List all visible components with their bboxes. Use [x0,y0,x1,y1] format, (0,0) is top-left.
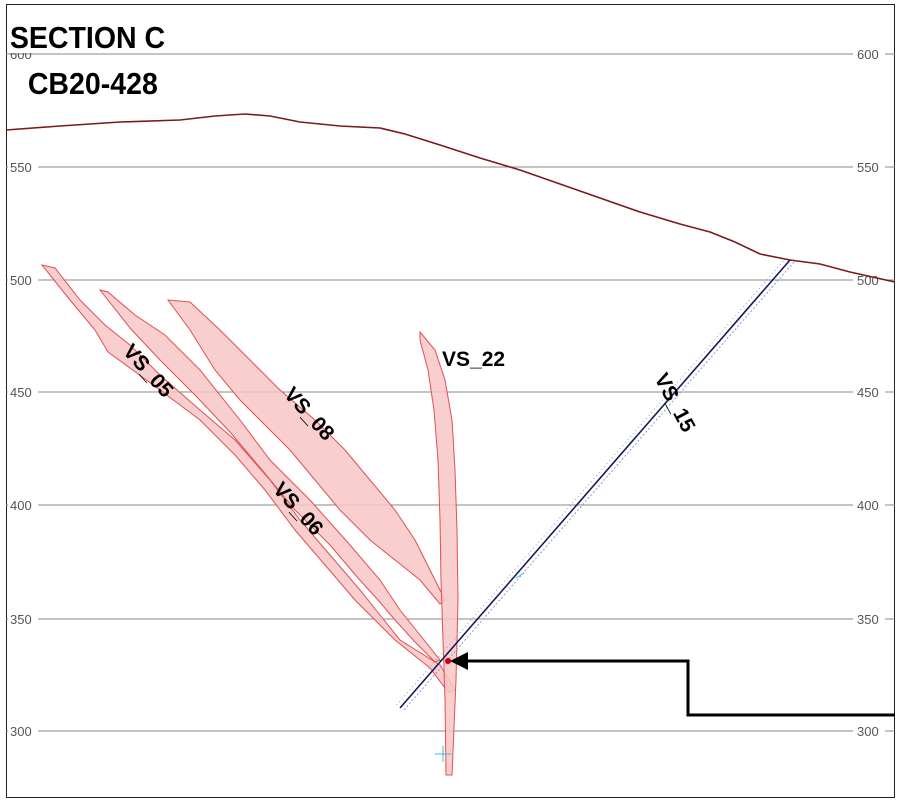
vein-label-vs15: VS_15 [650,370,700,437]
section-title: SECTION C [8,20,167,55]
right-tick-350: 350 [857,612,879,627]
right-tick-400: 400 [857,498,879,513]
left-tick-350: 350 [10,612,32,627]
drillhole-id: CB20-428 [26,66,160,101]
survey-markers [435,572,525,762]
right-tick-450: 450 [857,385,879,400]
topography-line [5,113,896,283]
elevation-gridlines [6,53,895,732]
vein-vs06 [98,289,441,663]
vein-vs05 [40,264,456,693]
left-tick-300: 300 [10,724,32,739]
drillhole-trace [395,257,795,711]
vein-vs22 [419,330,459,776]
vein-solids [40,264,459,776]
right-tick-550: 550 [857,160,879,175]
left-tick-550: 550 [10,160,32,175]
vein-vs08 [166,299,446,605]
tick-marker [515,572,525,579]
left-tick-500: 500 [10,273,32,288]
left-tick-400: 400 [10,498,32,513]
left-elevation-labels: 600 550 500 450 400 350 300 [8,47,38,739]
intercept-point [445,658,451,664]
right-tick-300: 300 [857,724,879,739]
left-tick-450: 450 [10,385,32,400]
right-tick-600: 600 [857,47,879,62]
section-frame [6,4,895,798]
vein-label-vs22: VS_22 [442,348,505,371]
right-elevation-labels: 600 550 500 450 400 350 300 [853,47,885,739]
callout-arrow [450,652,895,717]
